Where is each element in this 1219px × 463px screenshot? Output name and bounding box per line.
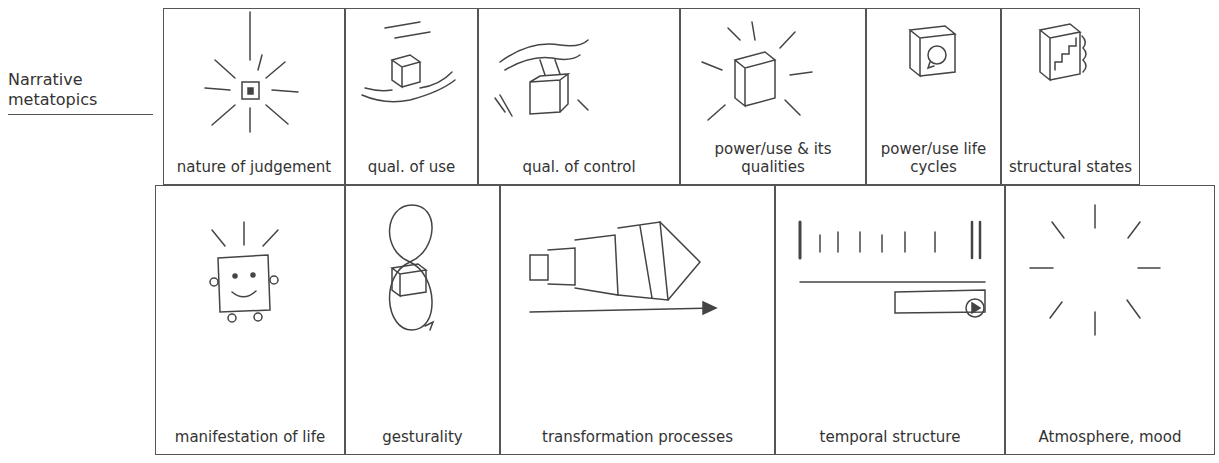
- topic-cell: gesturality: [345, 185, 500, 455]
- topic-cell: transformation processes: [500, 185, 775, 455]
- topic-cell: temporal structure: [775, 185, 1005, 455]
- topic-label: nature of judgement: [177, 158, 331, 176]
- topic-cell: qual. of use: [345, 8, 478, 185]
- topic-label: qual. of use: [368, 158, 456, 176]
- topic-label: manifestation of life: [175, 428, 325, 446]
- topic-cell: Atmosphere, mood: [1005, 185, 1215, 455]
- topic-label: transformation processes: [542, 428, 733, 446]
- topic-label: Atmosphere, mood: [1039, 428, 1182, 446]
- topic-cell: power/use & its qualities: [680, 8, 866, 185]
- topic-label: qual. of control: [522, 158, 635, 176]
- topic-cell: structural states: [1001, 8, 1140, 185]
- diagram-title: Narrative metatopics: [8, 70, 153, 115]
- topic-cell: power/use life cycles: [866, 8, 1001, 185]
- topic-cell: nature of judgement: [163, 8, 345, 185]
- topic-label: structural states: [1009, 158, 1132, 176]
- topic-label: temporal structure: [820, 428, 961, 446]
- topic-label: gesturality: [382, 428, 462, 446]
- topic-label: power/use & its qualities: [687, 140, 859, 176]
- topic-cell: manifestation of life: [155, 185, 345, 455]
- topic-label: power/use life cycles: [873, 140, 994, 176]
- topic-cell: qual. of control: [478, 8, 680, 185]
